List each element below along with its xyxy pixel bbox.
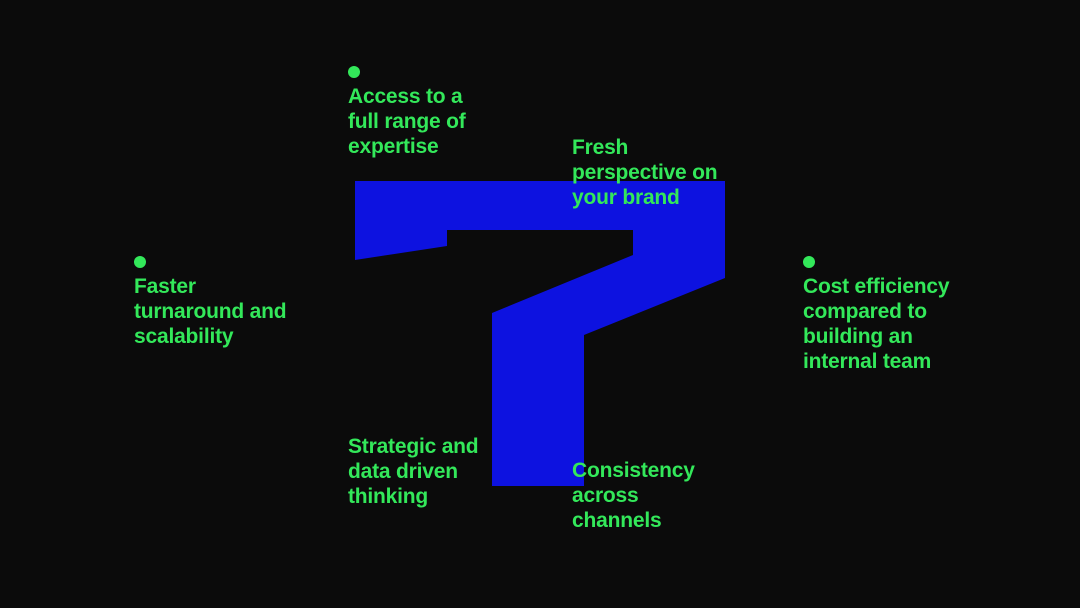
benefit-label: Consistency across channels: [572, 459, 695, 532]
benefit-item-expertise: Access to a full range of expertise: [348, 66, 466, 159]
benefit-item-cost-efficiency: Cost efficiency compared to building an …: [803, 256, 950, 374]
benefit-item-strategic: Strategic and data driven thinking: [348, 416, 479, 509]
benefit-item-consistency: Consistency across channels: [572, 440, 695, 533]
benefit-label: Faster turnaround and scalability: [134, 275, 287, 348]
benefit-label: Strategic and data driven thinking: [348, 435, 479, 508]
bullet-dot-icon: [803, 256, 815, 268]
benefit-item-turnaround: Faster turnaround and scalability: [134, 256, 287, 349]
bullet-dot-icon: [134, 256, 146, 268]
seven-glyph-polygon: [355, 181, 725, 486]
benefit-label: Access to a full range of expertise: [348, 85, 466, 158]
benefit-label: Cost efficiency compared to building an …: [803, 275, 950, 373]
benefit-item-fresh-perspective: Fresh perspective on your brand: [572, 117, 718, 210]
bullet-dot-icon: [348, 66, 360, 78]
benefit-label: Fresh perspective on your brand: [572, 136, 718, 209]
